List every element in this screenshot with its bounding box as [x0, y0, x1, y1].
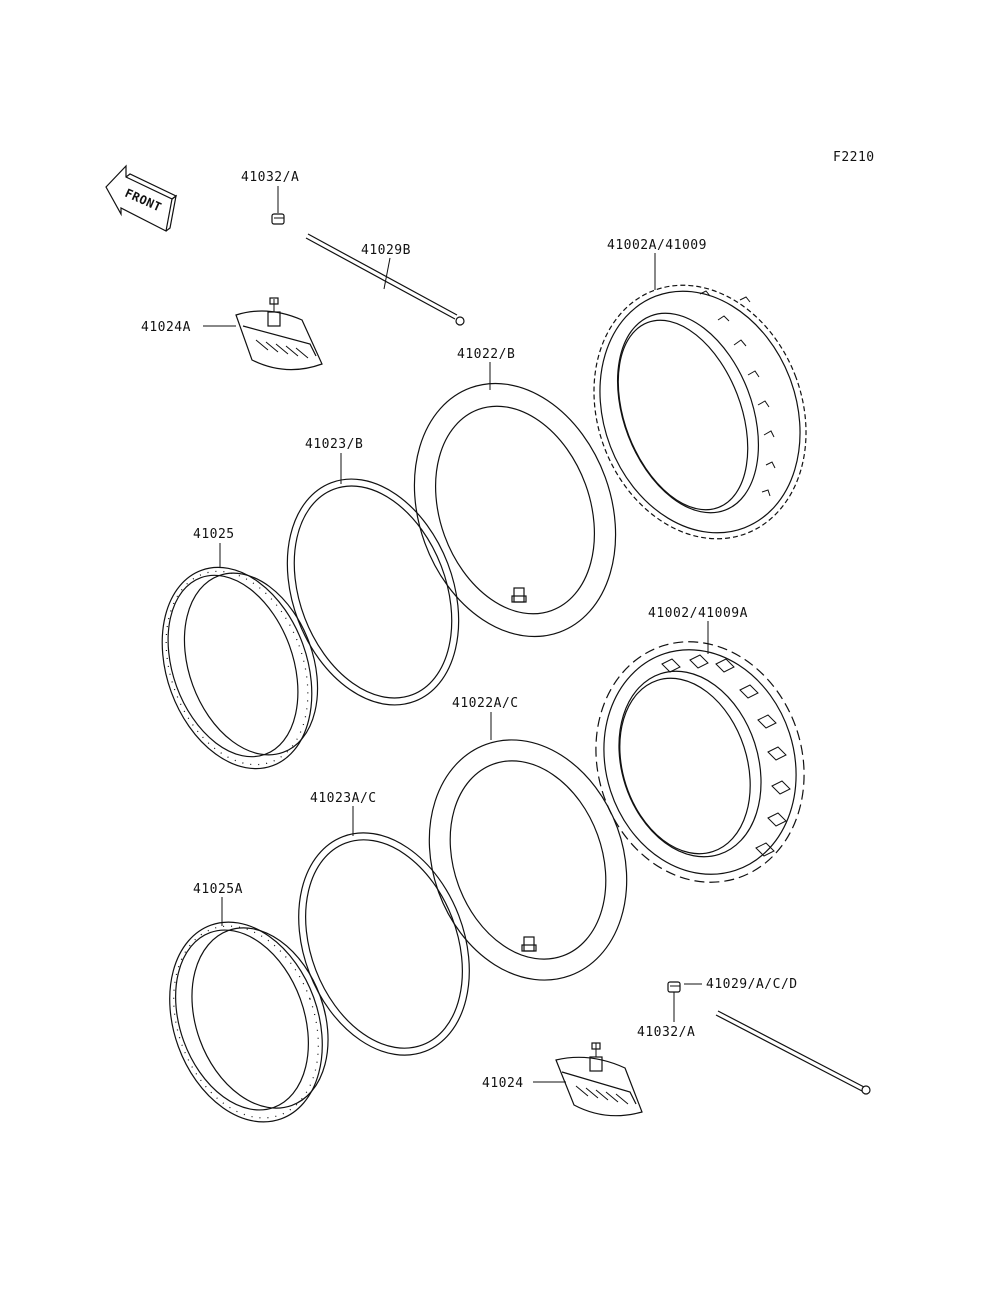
tire-lower-part	[595, 641, 805, 883]
label-valve-cap-upper: 41032/A	[241, 170, 299, 185]
rim-upper-part	[161, 566, 319, 770]
label-spoke-lower: 41029/A/C/D	[706, 977, 798, 992]
label-rim-upper: 41025	[193, 527, 235, 542]
rim-lower-part	[169, 921, 329, 1123]
figure-code: F2210	[833, 150, 875, 165]
label-tire-upper: 41002A/41009	[607, 238, 707, 253]
label-spoke-upper: 41029B	[361, 243, 411, 258]
label-tube-liner-upper: 41023/B	[305, 437, 363, 452]
spoke-upper-part	[305, 233, 465, 326]
tube-upper-part	[413, 382, 617, 638]
label-tube-upper: 41022/B	[457, 347, 515, 362]
label-tire-lower: 41002/41009A	[648, 606, 748, 621]
tube-liner-lower-part	[298, 832, 470, 1056]
rim-band-upper-part	[235, 297, 323, 371]
tire-upper-part	[593, 284, 807, 540]
front-arrow-icon: FRONT	[105, 164, 178, 232]
label-tube-liner-lower: 41023A/C	[310, 791, 377, 806]
tube-lower-part	[428, 739, 628, 981]
rim-band-lower-part	[555, 1042, 643, 1117]
spoke-lower-part	[715, 1010, 871, 1095]
label-rim-lower: 41025A	[193, 882, 243, 897]
valve-cap-lower-part	[667, 981, 681, 993]
label-rim-band-lower: 41024	[482, 1076, 524, 1091]
label-tube-lower: 41022A/C	[452, 696, 519, 711]
tube-liner-upper-part	[286, 478, 460, 706]
front-arrow-text: FRONT	[123, 186, 164, 214]
label-rim-band-upper: 41024A	[141, 320, 191, 335]
valve-cap-upper-part	[271, 213, 285, 225]
label-valve-cap-lower: 41032/A	[637, 1025, 695, 1040]
